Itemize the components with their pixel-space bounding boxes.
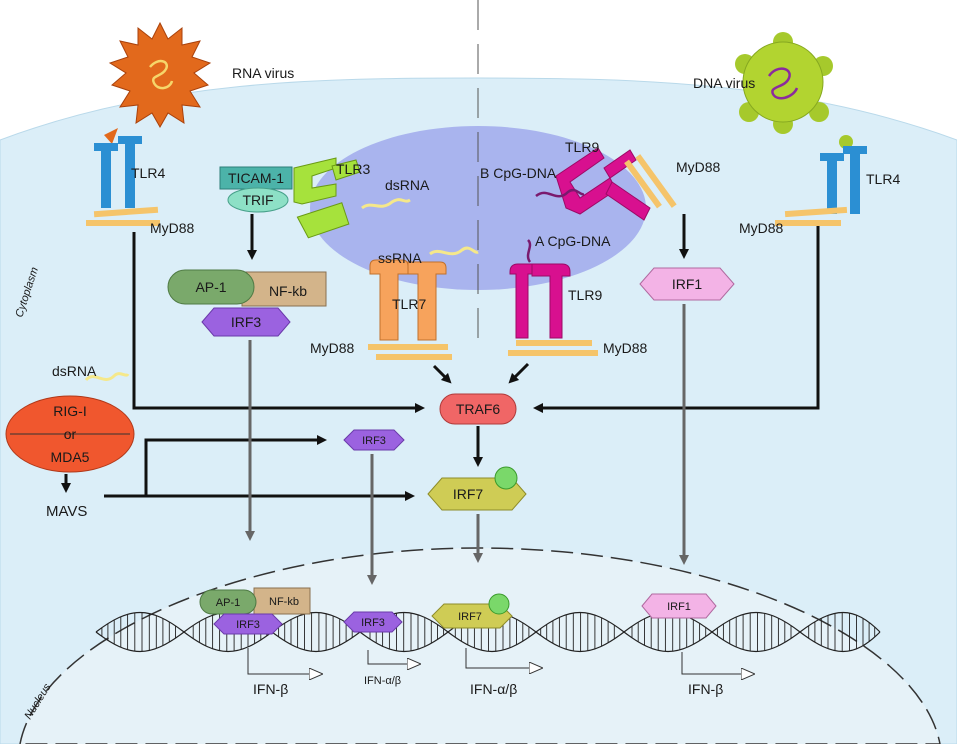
n-irf3b-label: IRF3 <box>361 617 385 629</box>
dna-virus-icon <box>735 32 833 134</box>
n-nfkb-label: NF-kb <box>269 596 299 608</box>
rna-virus-icon <box>108 21 212 129</box>
mavs-label: MAVS <box>46 503 87 520</box>
irf1-label: IRF1 <box>672 276 703 292</box>
dsrna-tlr3-strand <box>361 198 411 210</box>
tlr4-left-receptor <box>94 128 142 208</box>
tlr4-right-label: TLR4 <box>866 171 900 187</box>
arrow-tlr9-traf6 <box>508 362 530 384</box>
ticam1-label: TICAM-1 <box>228 170 284 186</box>
myd88-right-bar-2 <box>775 220 841 226</box>
dsrna-rig-label: dsRNA <box>52 363 97 379</box>
myd88-top-bar-1 <box>624 159 662 209</box>
ifn-ab-promoter <box>465 648 542 668</box>
nfkb-box <box>241 271 327 307</box>
or-label: or <box>64 426 77 442</box>
ap1-pill <box>167 269 255 305</box>
trif-ellipse <box>227 187 289 213</box>
ifn-beta-2-promoter <box>681 652 754 674</box>
n-irf1-label: IRF1 <box>667 601 691 613</box>
n-irf3a-label: IRF3 <box>236 619 260 631</box>
tlr3-receptor <box>293 157 361 239</box>
dsrna-rig-strand <box>84 372 130 382</box>
myd88-right-label: MyD88 <box>739 220 784 236</box>
tlr7-label: TLR7 <box>392 296 426 312</box>
traf6-pill <box>439 393 517 425</box>
ssrna-strand <box>429 246 479 256</box>
myd88-tlr7-bar-2 <box>376 354 452 360</box>
myd88-top-bar-2 <box>635 154 677 208</box>
myd88-tlr7-bar-1 <box>368 344 448 350</box>
irf3-label: IRF3 <box>231 314 262 330</box>
traf6-label: TRAF6 <box>456 401 501 417</box>
irf7-phospho-dot <box>494 466 518 490</box>
tlr4-right-receptor <box>820 135 867 214</box>
dna-virus-label: DNA virus <box>693 75 755 91</box>
ifn-ab-small-label: IFN-α/β <box>364 675 401 687</box>
endosome <box>310 126 646 290</box>
arrow-tlr7-traf6 <box>432 364 452 384</box>
myd88-tlr9-bar-2 <box>508 350 598 356</box>
arrow-tlr4right-traf6 <box>533 226 820 413</box>
tlr4-left-label: TLR4 <box>131 165 165 181</box>
arrow-tlr4left-traf6 <box>132 232 425 413</box>
b-cpg-label: B CpG-DNA <box>480 165 557 181</box>
n-irf7-label: IRF7 <box>458 611 482 623</box>
n-irf3a-hex <box>213 613 283 635</box>
irf3-mid-hex <box>343 429 405 451</box>
myd88-tlr7-label: MyD88 <box>310 340 355 356</box>
dsrna-tlr3-label: dsRNA <box>385 177 430 193</box>
n-ap1-label: AP-1 <box>216 597 240 609</box>
a-cpg-label: A CpG-DNA <box>535 233 611 249</box>
b-cpg-strand <box>535 188 585 198</box>
myd88-tlr9-label: MyD88 <box>603 340 648 356</box>
tlr9-mid-label: TLR9 <box>568 287 602 303</box>
ifn-ab-label: IFN-α/β <box>470 681 517 697</box>
tlr9-mid-receptor <box>509 263 571 339</box>
ifn-beta-1-label: IFN-β <box>253 681 288 697</box>
tlr9-top-receptor <box>555 147 651 221</box>
myd88-tlr9-bar-1 <box>516 340 592 346</box>
irf3-mid-label: IRF3 <box>362 435 386 447</box>
myd88-left-label: MyD88 <box>150 220 195 236</box>
rna-virus-label: RNA virus <box>232 65 294 81</box>
tlr3-label: TLR3 <box>336 161 370 177</box>
ssrna-label: ssRNA <box>378 250 422 266</box>
irf1-hex <box>639 267 735 301</box>
ifn-beta-2-label: IFN-β <box>688 681 723 697</box>
n-irf7-phospho-dot <box>488 593 510 615</box>
ifn-beta-1-promoter <box>247 648 322 674</box>
myd88-left-bar-2 <box>86 220 160 226</box>
irf3-hex <box>201 307 291 337</box>
n-irf1-hex <box>641 593 717 619</box>
a-cpg-strand <box>526 239 532 263</box>
ap1-label: AP-1 <box>195 279 226 295</box>
nfkb-label: NF-kb <box>269 283 307 299</box>
myd88-left-bar-1 <box>93 206 159 218</box>
trif-label: TRIF <box>242 192 273 208</box>
tlr9-top-label: TLR9 <box>565 139 599 155</box>
myd88-right-bar-1 <box>784 206 848 218</box>
irf7-label: IRF7 <box>453 486 484 502</box>
n-irf3b-hex <box>343 611 403 633</box>
mda5-label: MDA5 <box>51 449 90 465</box>
rig-i-label: RIG-I <box>53 403 86 419</box>
n-nfkb-box <box>253 587 311 615</box>
ifn-ab-small-promoter <box>367 650 420 664</box>
myd88-top-label: MyD88 <box>676 159 721 175</box>
tlr7-receptor <box>369 259 447 341</box>
